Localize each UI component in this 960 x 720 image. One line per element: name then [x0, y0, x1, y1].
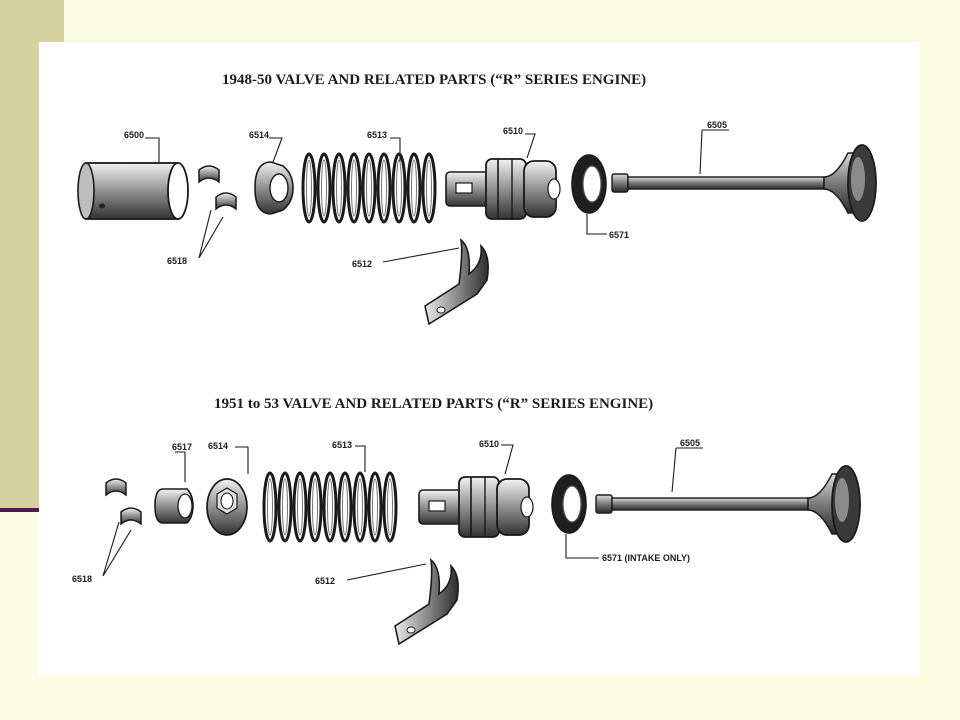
bottom-leader-6512 [346, 563, 427, 581]
bottom-part-6510-valve-rotator [418, 476, 534, 538]
bottom-leader-6517 [175, 451, 186, 482]
bottom-part-6518-keeper-upper [105, 478, 127, 496]
top-label-6514: 6514 [249, 130, 269, 140]
bottom-part-6514-spring-seat [206, 478, 248, 536]
top-label-6571: 6571 [609, 230, 629, 240]
top-label-6505: 6505 [707, 120, 727, 130]
top-label-6512: 6512 [352, 259, 372, 269]
top-part-6518-keeper-upper [198, 165, 220, 183]
top-part-6500-tappet [77, 162, 189, 220]
top-part-6518-keeper-lower [215, 192, 237, 210]
bottom-label-6513: 6513 [332, 440, 352, 450]
top-part-6510-valve-rotator [445, 158, 561, 220]
bottom-part-6518-keeper-lower [120, 507, 142, 525]
top-label-6518: 6518 [167, 256, 187, 266]
bottom-leader-6510 [501, 444, 514, 475]
top-part-6514-spring-seat [254, 161, 294, 215]
bottom-label-6512: 6512 [315, 576, 335, 586]
parts-diagram-figure: 1948-50 VALVE AND RELATED PARTS (“R” SER… [39, 42, 920, 676]
bottom-label-6510: 6510 [479, 439, 499, 449]
bottom-part-6517-cap [154, 488, 194, 524]
bottom-label-6514: 6514 [208, 441, 228, 451]
top-leader-6513 [390, 137, 401, 162]
bottom-leader-6505 [671, 447, 703, 493]
top-leader-6505 [699, 129, 729, 175]
bottom-leader-6518 [102, 521, 132, 577]
bottom-label-6571-intake-only: 6571 (INTAKE ONLY) [602, 553, 690, 563]
top-label-6500: 6500 [124, 130, 144, 140]
bottom-part-6513-spring [262, 471, 398, 543]
top-part-6505-valve [611, 144, 877, 222]
parts-diagram-svg: 1948-50 VALVE AND RELATED PARTS (“R” SER… [72, 72, 877, 645]
top-leader-6512 [382, 247, 460, 263]
bottom-leader-6571 [565, 534, 599, 559]
top-leader-6571 [586, 214, 607, 235]
decorative-band-rule [0, 508, 64, 512]
bottom-diagram-title: 1951 to 53 VALVE AND RELATED PARTS (“R” … [214, 396, 653, 412]
top-label-6510: 6510 [503, 126, 523, 136]
top-diagram-title: 1948-50 VALVE AND RELATED PARTS (“R” SER… [222, 72, 646, 88]
bottom-leader-6514 [235, 446, 249, 474]
bottom-label-6518: 6518 [72, 574, 92, 584]
bottom-part-6512-clip [394, 559, 459, 645]
bottom-label-6505: 6505 [680, 438, 700, 448]
top-leader-6500 [145, 137, 160, 162]
top-part-6571-seal [571, 154, 607, 214]
bottom-part-6505-valve [595, 465, 861, 543]
top-leader-6514 [269, 137, 283, 163]
bottom-leader-6513 [355, 445, 366, 472]
top-leader-6510 [525, 133, 536, 159]
bottom-part-6571-seal [551, 474, 587, 534]
bottom-label-6517: 6517 [172, 442, 192, 452]
top-label-6513: 6513 [367, 130, 387, 140]
top-part-6513-spring [301, 152, 437, 224]
top-leader-6518 [198, 209, 224, 259]
